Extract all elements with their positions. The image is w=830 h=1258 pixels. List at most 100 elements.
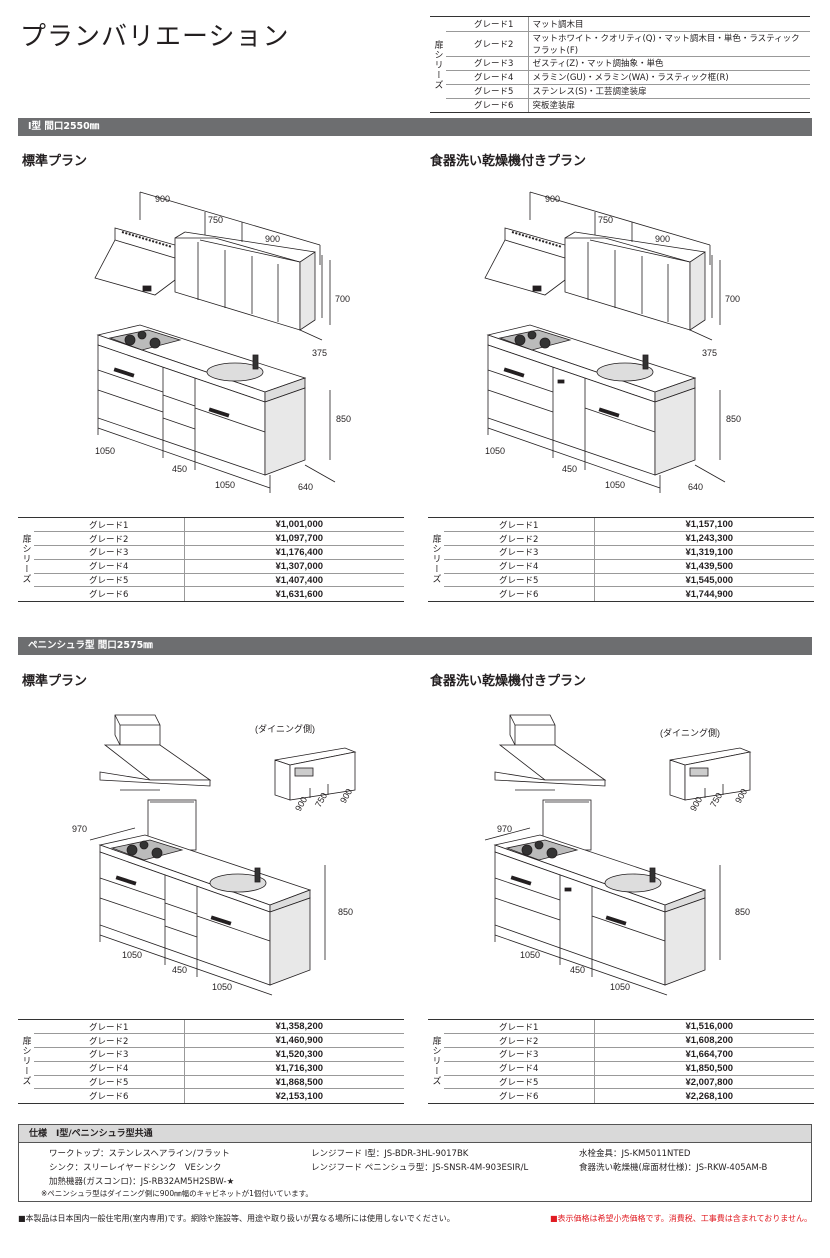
price-row: グレード4¥1,716,300 xyxy=(34,1061,404,1076)
grade-label: グレード1 xyxy=(34,518,185,533)
price-value: ¥1,358,200 xyxy=(184,1020,404,1035)
spec-col-3: 水栓金具：JS-KM5011NTED 食器洗い乾燥機(扉面材仕様)：JS-RKW… xyxy=(579,1147,767,1175)
price-row: グレード6¥2,268,100 xyxy=(444,1088,814,1103)
grade-label: グレード2 xyxy=(444,531,595,547)
grade-description: ゼスティ(Z)・マット調抽象・単色 xyxy=(528,56,810,71)
grade-label: グレード2 xyxy=(444,1033,595,1049)
price-row: グレード6¥1,631,600 xyxy=(34,586,404,601)
i-type-dishwasher-drawing: 900 750 900 700 375 850 1050 450 1050 64… xyxy=(484,191,741,493)
footer-note-price: ■表示価格は希望小売価格です。消費税、工事費は含まれておりません。 xyxy=(549,1214,812,1223)
dim-base-height: 850 xyxy=(735,907,750,917)
price-value: ¥1,744,900 xyxy=(685,588,734,600)
plan-title-standard: 標準プラン xyxy=(22,674,88,689)
dim-w2: 450 xyxy=(172,464,187,474)
dim-top3: 900 xyxy=(655,234,670,244)
dim-w3: 1050 xyxy=(610,982,630,992)
spec-note: ※ペニンシュラ型はダイニング側に900㎜幅のキャビネットが1個付いています。 xyxy=(41,1189,313,1198)
price-value: ¥1,868,500 xyxy=(184,1075,404,1090)
price-row: グレード3¥1,664,700 xyxy=(444,1047,814,1062)
grade-label: グレード4 xyxy=(444,1061,595,1076)
grade-label: グレード2 xyxy=(34,531,185,547)
price-row: グレード5¥1,545,000 xyxy=(444,573,814,588)
plan-title-dishwasher: 食器洗い乾燥機付きプラン xyxy=(430,154,587,169)
spec-col-2: レンジフード I型：JS-BDR-3HL-9017BK レンジフード ペニンシュ… xyxy=(311,1147,528,1175)
dim-w3: 1050 xyxy=(605,480,625,490)
grade-description: 突板塗装扉 xyxy=(532,101,576,112)
price-value: ¥1,307,000 xyxy=(184,559,404,574)
grade-label: グレード6 xyxy=(444,1088,595,1103)
grade-label: グレード4 xyxy=(34,559,185,574)
plan-title-dishwasher: 食器洗い乾燥機付きプラン xyxy=(430,674,587,689)
dining-side-label: (ダイニング側) xyxy=(255,723,315,734)
grade-label: グレード4 xyxy=(446,70,529,85)
price-value: ¥1,407,400 xyxy=(184,573,404,588)
grade-label: グレード6 xyxy=(446,98,529,112)
price-value: ¥1,520,300 xyxy=(184,1047,404,1062)
price-value: ¥1,319,100 xyxy=(594,545,814,560)
dim-w1: 1050 xyxy=(485,446,505,456)
dim-w2: 450 xyxy=(562,464,577,474)
price-value: ¥1,545,000 xyxy=(594,573,814,588)
dim-upper-height: 700 xyxy=(725,294,740,304)
plan-title-standard: 標準プラン xyxy=(22,154,88,169)
price-row: グレード4¥1,439,500 xyxy=(444,559,814,574)
dim-w3: 1050 xyxy=(212,982,232,992)
dim-side: 970 xyxy=(497,824,512,834)
page-title: プランバリエーション xyxy=(20,22,290,52)
price-row: グレード5¥2,007,800 xyxy=(444,1075,814,1090)
grade-label: グレード4 xyxy=(34,1061,185,1076)
grade-label: グレード3 xyxy=(444,545,595,560)
grade-label: グレード3 xyxy=(34,545,185,560)
spec-item: 食器洗い乾燥機(扉面材仕様)：JS-RKW-405AM-B xyxy=(579,1163,768,1173)
dim-upper-height: 700 xyxy=(335,294,350,304)
price-value: ¥1,608,200 xyxy=(594,1033,814,1049)
price-value: ¥1,850,500 xyxy=(594,1061,814,1076)
dim-w3: 1050 xyxy=(215,480,235,490)
grade-label: グレード5 xyxy=(444,1075,595,1090)
dim-top1: 900 xyxy=(155,194,170,204)
dim-base-height: 850 xyxy=(726,414,741,424)
price-row: グレード2¥1,460,900 xyxy=(34,1033,404,1049)
door-series-label: 扉シリーズ xyxy=(432,39,443,90)
spec-item: レンジフード I型：JS-BDR-3HL-9017BK xyxy=(311,1149,469,1159)
dim-top1: 900 xyxy=(545,194,560,204)
grade-label: グレード1 xyxy=(446,17,529,32)
dim-w1: 1050 xyxy=(520,950,540,960)
price-row: グレード3¥1,520,300 xyxy=(34,1047,404,1062)
price-value: ¥1,516,000 xyxy=(594,1020,814,1035)
dim-w1: 1050 xyxy=(95,446,115,456)
price-row: グレード5¥1,407,400 xyxy=(34,573,404,588)
grade-description: マットホワイト・クオリティ(Q)・マット調木目・単色・ラスティックフラット(F) xyxy=(528,31,810,57)
dim-base-depth: 640 xyxy=(298,482,313,492)
dim-upper-depth: 375 xyxy=(702,348,717,358)
dim-base-depth: 640 xyxy=(688,482,703,492)
section-bar-peninsula: ペニンシュラ型 間口2575㎜ xyxy=(18,637,812,655)
dim-top2: 750 xyxy=(208,215,223,225)
spec-item: レンジフード ペニンシュラ型：JS-SNSR-4M-903ESIR/L xyxy=(311,1163,529,1173)
door-series-label: 扉シリーズ xyxy=(430,1036,441,1087)
grade-description: マット調木目 xyxy=(528,17,810,32)
price-row: グレード2¥1,097,700 xyxy=(34,531,404,547)
price-row: グレード2¥1,608,200 xyxy=(444,1033,814,1049)
price-row: グレード4¥1,307,000 xyxy=(34,559,404,574)
price-value: ¥1,439,500 xyxy=(594,559,814,574)
i-type-standard-drawing: 900 750 900 700 375 850 1050 450 1050 64… xyxy=(94,191,351,493)
price-row: グレード3¥1,319,100 xyxy=(444,545,814,560)
price-value: ¥1,631,600 xyxy=(275,588,324,600)
price-row: グレード1¥1,157,100 xyxy=(444,518,814,533)
price-value: ¥1,157,100 xyxy=(594,518,814,533)
peninsula-standard-drawing: (ダイニング側) 900 750 900 970 850 1050 450 10… xyxy=(72,714,357,996)
spec-heading: 仕様 I型/ペニンシュラ型共通 xyxy=(19,1125,811,1143)
spec-item: 加熱機器(ガスコンロ)：JS-RB32AM5H2SBW-★ xyxy=(49,1177,235,1187)
price-value: ¥2,153,100 xyxy=(275,1090,324,1102)
price-value: ¥1,001,000 xyxy=(184,518,404,533)
door-series-label: 扉シリーズ xyxy=(20,534,31,585)
price-row: グレード1¥1,001,000 xyxy=(34,518,404,533)
grade-label: グレード1 xyxy=(444,1020,595,1035)
grade-label: グレード5 xyxy=(444,573,595,588)
